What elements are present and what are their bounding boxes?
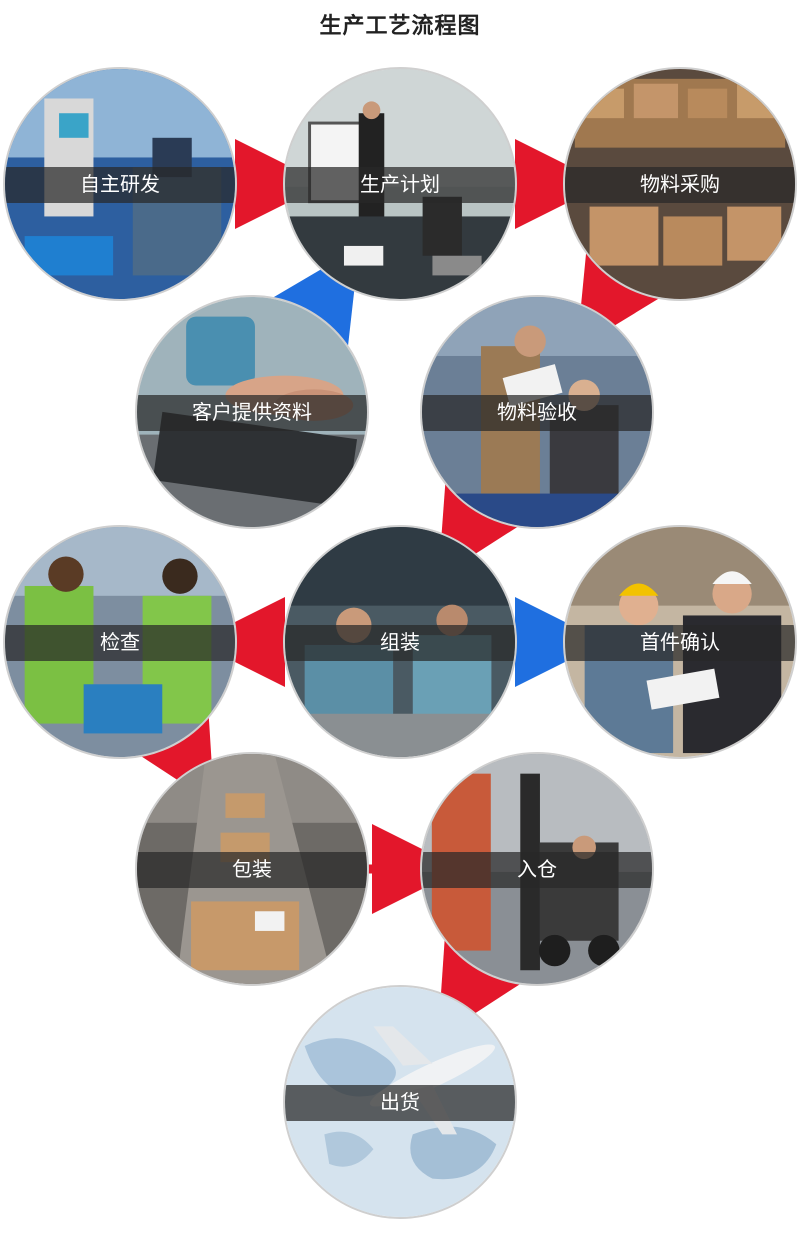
label-band	[5, 167, 235, 203]
step-label: 出货	[380, 1092, 420, 1114]
page-title: 生产工艺流程图	[319, 13, 481, 38]
step-check: 检查	[3, 525, 237, 759]
step-label: 入仓	[517, 859, 557, 881]
step-label: 客户提供资料	[192, 402, 312, 424]
step-label: 首件确认	[640, 632, 720, 654]
label-band	[422, 395, 652, 431]
step-packaging: 包装	[135, 752, 369, 986]
step-shipping: 出货	[283, 985, 517, 1219]
step-label: 物料采购	[640, 174, 720, 196]
step-customer-data: 客户提供资料	[135, 295, 369, 529]
label-band	[137, 852, 367, 888]
step-purchasing: 物料采购	[563, 67, 797, 301]
label-band	[5, 625, 235, 661]
step-label: 自主研发	[80, 174, 160, 196]
step-label: 生产计划	[360, 174, 440, 196]
label-band	[285, 1085, 515, 1121]
label-band	[565, 625, 795, 661]
label-band	[285, 167, 515, 203]
label-band	[285, 625, 515, 661]
step-label: 检查	[100, 632, 140, 654]
step-research: 自主研发	[3, 67, 237, 301]
step-label: 物料验收	[497, 402, 577, 424]
label-band	[137, 395, 367, 431]
step-material-inspection: 物料验收	[420, 295, 654, 529]
step-warehousing: 入仓	[420, 752, 654, 986]
label-band	[565, 167, 795, 203]
step-label: 组装	[380, 632, 420, 654]
label-band	[422, 852, 652, 888]
step-first-article: 首件确认	[563, 525, 797, 759]
step-planning: 生产计划	[283, 67, 517, 301]
step-label: 包装	[232, 859, 272, 881]
step-assembly: 组装	[283, 525, 517, 759]
